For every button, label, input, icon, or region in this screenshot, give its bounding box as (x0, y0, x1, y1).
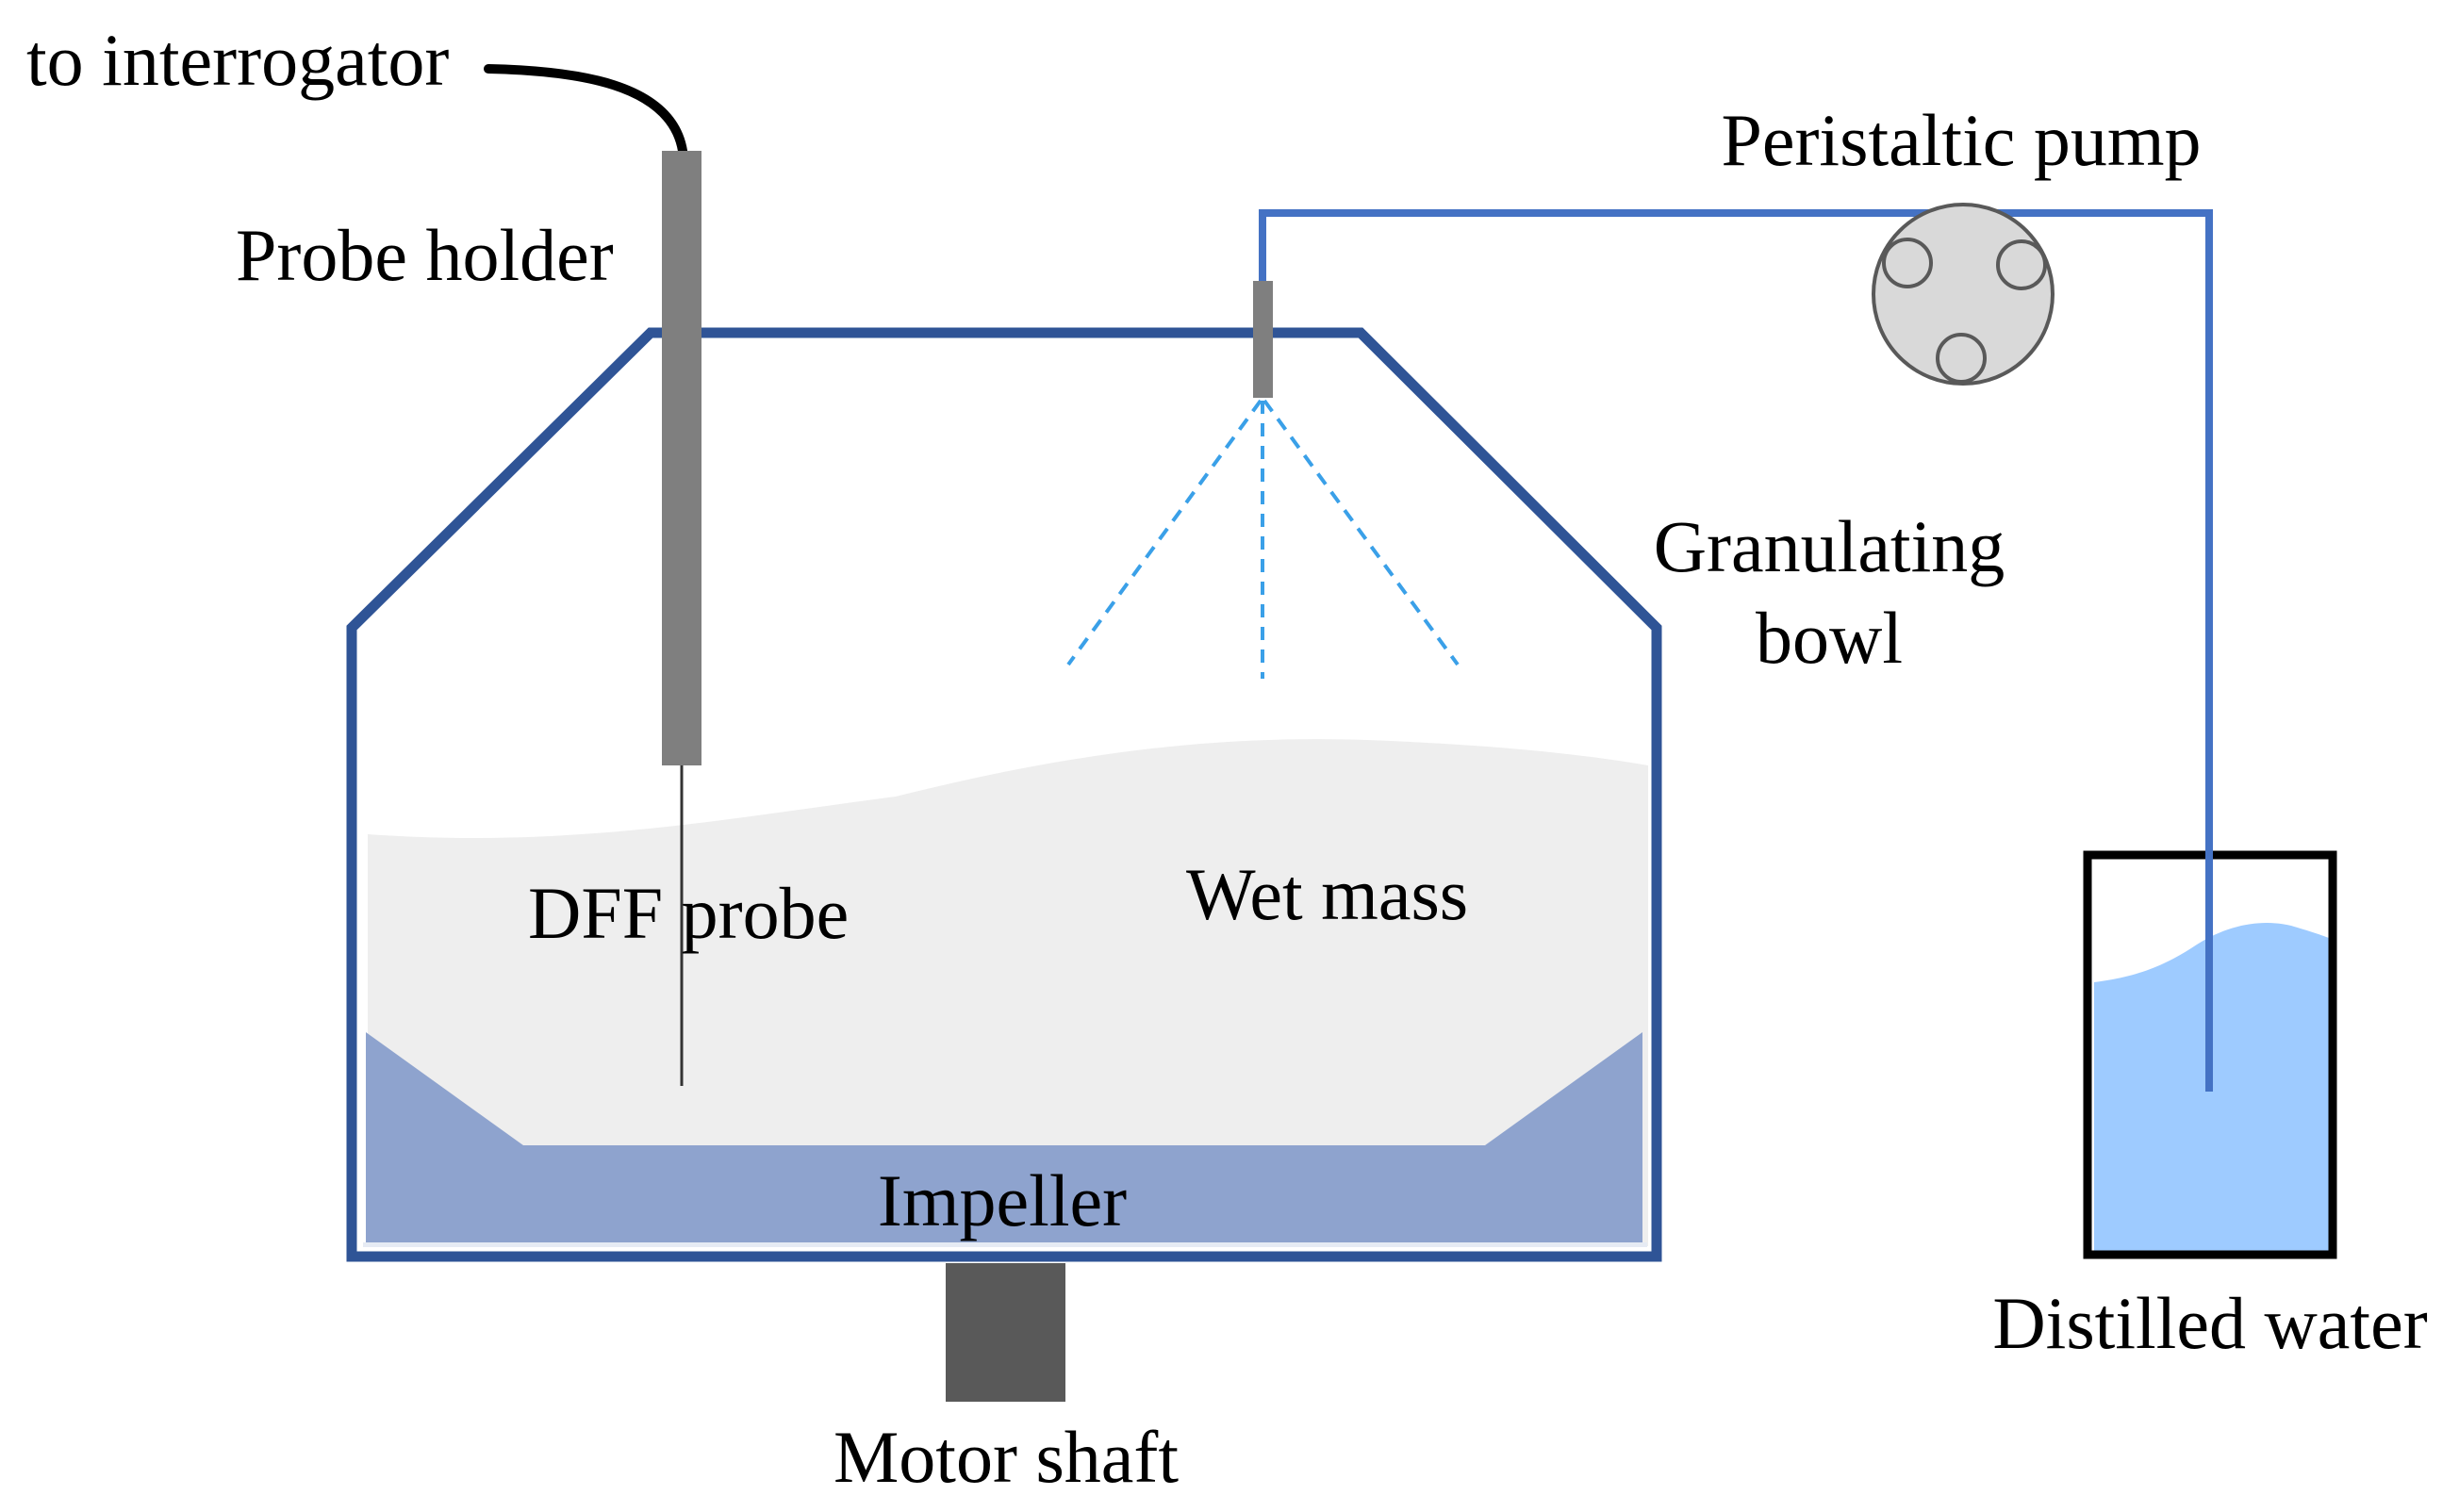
label-granulating-bowl-line2: bowl (1756, 597, 1903, 679)
wet-mass-region (368, 739, 1648, 1246)
label-impeller: Impeller (878, 1159, 1127, 1241)
bowl-floor-line (363, 1242, 1647, 1247)
label-granulating-bowl-line1: Granulating (1654, 505, 2005, 587)
label-probe-holder: Probe holder (236, 214, 614, 296)
peristaltic-pump-icon (1872, 203, 2055, 386)
label-dff-probe: DFF probe (528, 872, 849, 954)
label-wet-mass: Wet mass (1186, 853, 1468, 935)
granulating-bowl (346, 327, 1662, 1262)
impeller (366, 1032, 1642, 1244)
label-motor-shaft: Motor shaft (833, 1416, 1179, 1498)
label-to-interrogator: to interrogator (26, 19, 449, 101)
interrogator-cable (484, 64, 687, 156)
label-distilled-water: Distilled water (1992, 1282, 2427, 1364)
probe-holder (662, 151, 701, 765)
spray-pattern (1066, 399, 1460, 679)
spray-nozzle-icon (1253, 281, 1273, 398)
pump-tubing (1259, 209, 2213, 1092)
label-peristaltic-pump: Peristaltic pump (1721, 99, 2201, 181)
motor-shaft (946, 1263, 1065, 1402)
